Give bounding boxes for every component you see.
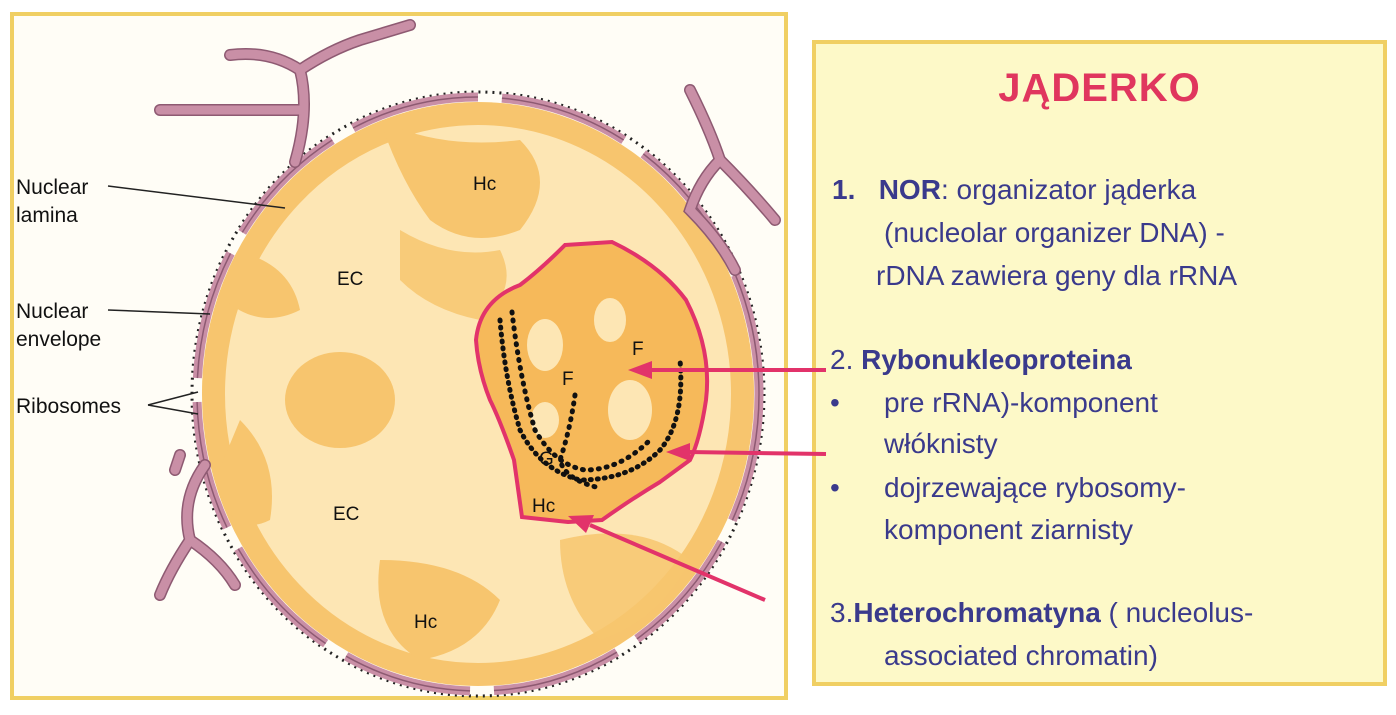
item-hetero-line-2: associated chromatin) [884, 640, 1158, 671]
granular-dots-2 [509, 309, 653, 473]
bullet-2-line-1: dojrzewające rybosomy- [884, 472, 1186, 503]
bullet-1-line-2: włóknisty [884, 428, 998, 459]
region-f-center: F [562, 369, 574, 390]
heterochromatin-patches [202, 102, 754, 686]
region-ec-upper: EC [337, 269, 363, 290]
granular-dots [497, 317, 684, 483]
slide-title: JĄDERKO [998, 66, 1201, 110]
item-nor-line-2: (nucleolar organizer DNA) - [884, 217, 1225, 248]
granular-dots-3 [557, 392, 603, 491]
label-nuclear-envelope-2: envelope [16, 328, 101, 351]
endoplasmic-reticulum [154, 19, 781, 601]
label-ribosomes: Ribosomes [16, 395, 121, 418]
region-f-right: F [632, 339, 644, 360]
item-hetero-term: Heterochromatyna [853, 597, 1101, 628]
item-nor-term: NOR [878, 174, 941, 205]
region-hc-top: Hc [473, 174, 496, 195]
region-g: G [539, 449, 554, 470]
label-nuclear-envelope-1: Nuclear [16, 300, 88, 323]
bullet-2-line-2: komponent ziarnisty [884, 514, 1134, 545]
fibrillar-center-2 [608, 380, 652, 440]
item-rnp-term: Rybonukleoproteina [861, 344, 1132, 375]
bullet-1-icon: • [830, 387, 840, 418]
pointer-arrows [568, 361, 827, 602]
label-nuclear-lamina-2: lamina [16, 204, 78, 227]
item-rnp-heading: 2. Rybonukleoproteina [830, 344, 1132, 376]
item-hetero-number: 3. [830, 597, 854, 628]
item-nor-line-3: rDNA zawiera geny dla rRNA [876, 260, 1238, 291]
nuclear-envelope-edge [196, 96, 760, 692]
item-rnp-number: 2. [830, 344, 854, 375]
bullet-2-icon: • [830, 472, 840, 503]
fibrillar-center-4 [531, 402, 559, 438]
item-hetero-text: ( nucleolus- [1100, 597, 1254, 628]
ribosome-dots [190, 90, 766, 698]
region-ec-lower: EC [333, 504, 359, 525]
bullet-1-line-1: pre rRNA)-komponent [884, 387, 1158, 418]
leader-lines [107, 185, 286, 415]
fibrillar-center-1 [527, 319, 563, 371]
item-nor-number: 1. [832, 174, 856, 205]
item-nor-line-1: 1. NOR: organizator jąderka [832, 174, 1196, 206]
item-hetero-line-1: 3.Heterochromatyna ( nucleolus- [830, 597, 1253, 629]
region-hc-bottom: Hc [414, 612, 437, 633]
label-nuclear-lamina-1: Nuclear [16, 176, 88, 199]
info-panel: JĄDERKO 1. NOR: organizator jąderka (nuc… [812, 40, 1387, 686]
item-nor-text: : organizator jąderka [940, 174, 1197, 205]
region-hc-nucleolus: Hc [532, 496, 555, 517]
fibrillar-center-3 [594, 298, 626, 342]
